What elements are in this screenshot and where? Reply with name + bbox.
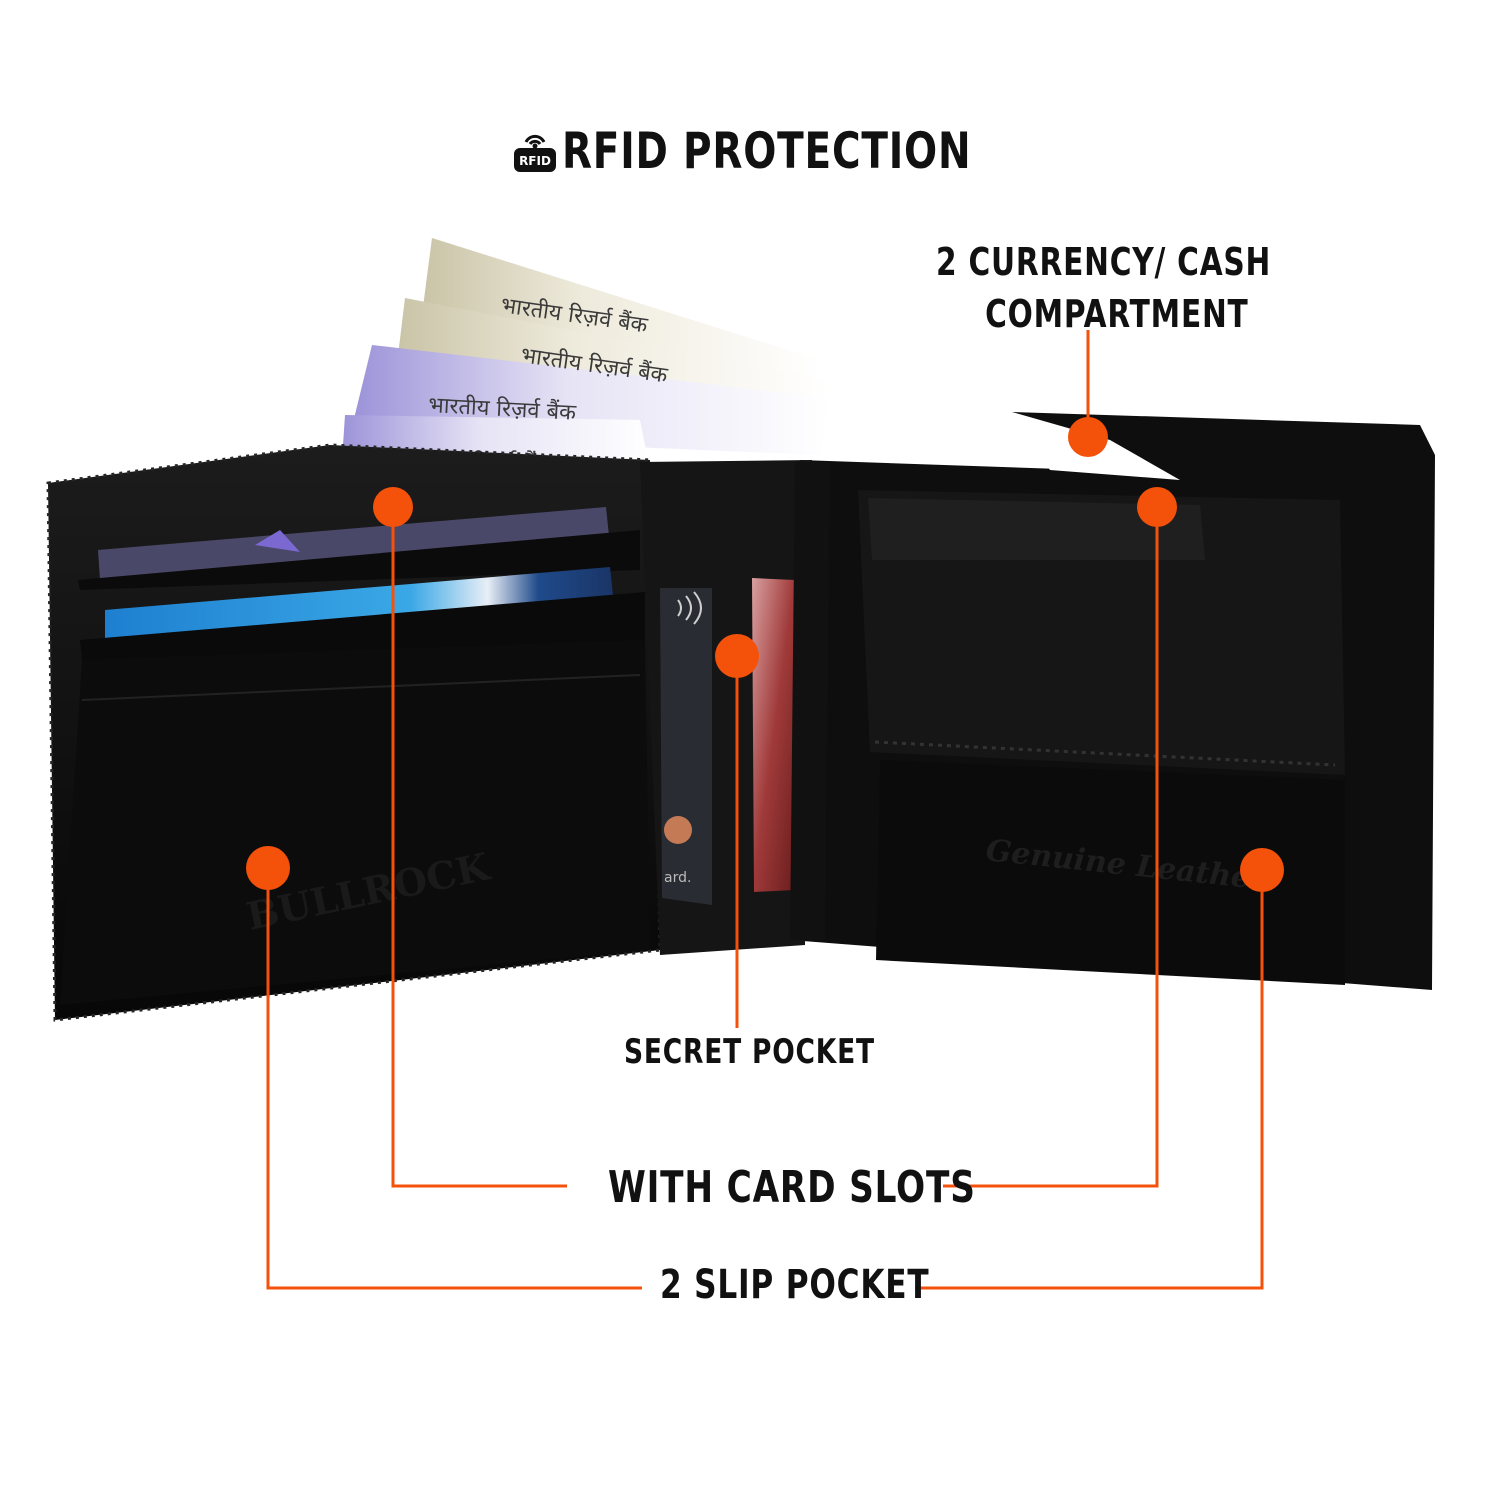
slot-2 xyxy=(80,592,645,660)
callout-dots xyxy=(246,417,1284,892)
secret-dot xyxy=(715,634,759,678)
card-slots-line-right xyxy=(943,507,1159,1188)
right-pockets: Genuine Leather xyxy=(790,462,1345,985)
secret-pocket: ard. xyxy=(660,578,795,905)
currency-label-line1: 2 CURRENCY/ CASH xyxy=(936,240,1272,284)
card-slots-label: WITH CARD SLOTS xyxy=(608,1162,976,1213)
card-slots-dot-left xyxy=(373,487,413,527)
contactless-icon xyxy=(677,591,702,625)
slip-pocket-left xyxy=(60,640,650,1005)
slip-line-right xyxy=(915,870,1264,1290)
callout-lines xyxy=(266,330,1264,1290)
rfid-heading: RFID RFID PROTECTION xyxy=(512,118,1087,184)
rfid-lock-icon: RFID xyxy=(512,128,558,174)
card-slots-line-left xyxy=(391,507,567,1188)
heading-title: RFID PROTECTION xyxy=(562,122,972,180)
slip-pocket-right xyxy=(876,760,1345,985)
slip-dot-left xyxy=(246,846,290,890)
coin-flap xyxy=(858,490,1345,775)
card-dark xyxy=(660,588,712,905)
card-slots-dot-right xyxy=(1137,487,1177,527)
card-red xyxy=(752,578,795,892)
currency-compartment-label: 2 CURRENCY/ CASH COMPARTMENT xyxy=(936,236,1271,340)
currency-dot xyxy=(1068,417,1108,457)
card-slots: BULLROCK xyxy=(60,507,650,1005)
slip-line-left xyxy=(266,868,642,1290)
card-dark-text: ard. xyxy=(664,870,691,886)
slot-1 xyxy=(78,530,640,590)
slip-dot-right xyxy=(1240,848,1284,892)
secret-pocket-label: SECRET POCKET xyxy=(624,1032,875,1072)
currency-label-line2: COMPARTMENT xyxy=(985,292,1249,336)
rfid-badge-text: RFID xyxy=(519,154,551,168)
slip-pocket-label: 2 SLIP POCKET xyxy=(660,1262,930,1308)
